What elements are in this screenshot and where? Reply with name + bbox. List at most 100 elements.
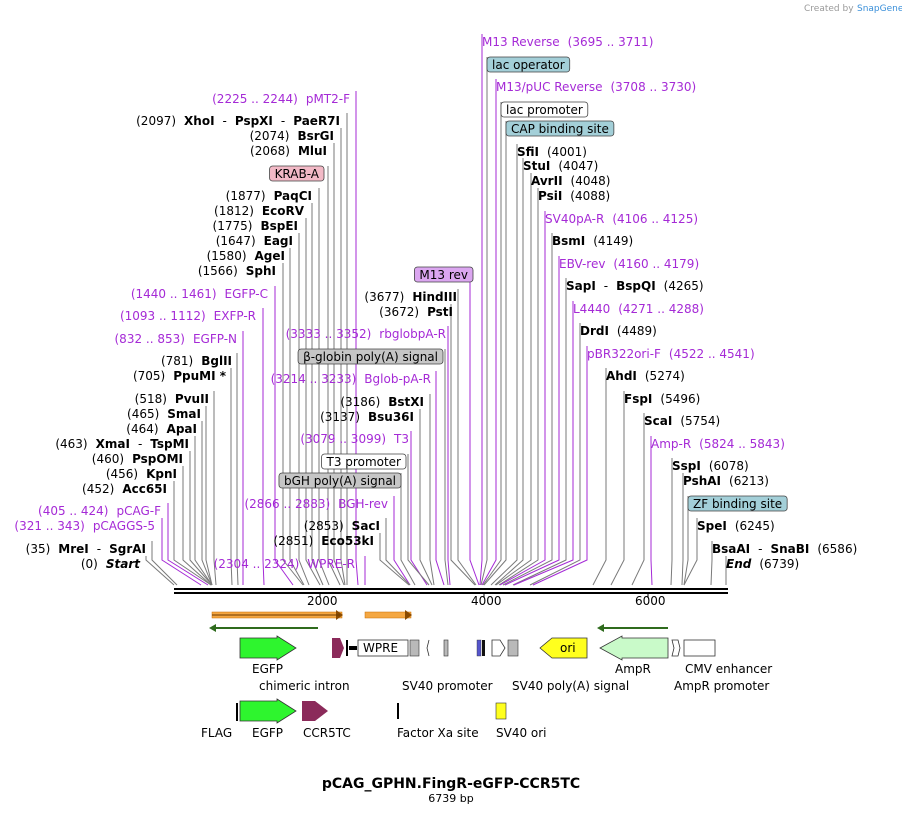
leader-psti [450,304,476,586]
label-part-start-1: Start [106,557,141,571]
label-part-apai-1: ApaI [167,422,197,436]
label-box-lacprom [500,101,589,118]
leader-fspi [610,391,625,586]
credit-text: Created by [804,4,854,14]
label-part-mlui-0: (2068) [250,144,290,158]
label-part-pbr-1: (4522 .. 4541) [669,347,755,361]
label-part-pshai-1: (6213) [729,474,769,488]
label-saci: (2853)SacI [304,519,380,533]
label-part-bsaai-0: BsaAI [712,542,750,556]
label-xmai: (463)XmaI-TspMI [55,437,189,451]
label-egfpc: (1440 .. 1461)EGFP-C [131,287,268,301]
label-stui: StuI(4047) [523,159,598,173]
label-part-bsrgi-1: BsrGI [297,129,334,143]
label-wpre: (2304 .. 2324) WPRE-R [214,557,355,571]
label-text-t3prom: T3 promoter [326,455,402,469]
label-part-xmai-3: TspMI [150,437,189,451]
leader-kpni [182,466,212,586]
leader-ahdi [592,368,607,586]
label-m13puc: M13/pUC Reverse(3708 .. 3730) [496,80,696,94]
label-part-bsaai-1: - [758,542,762,556]
leader-ampr [650,436,653,586]
label-part-ahdi-1: (5274) [645,369,685,383]
label-part-kpni-0: (456) [106,467,138,481]
label-part-wpre-1: WPRE-R [307,557,355,571]
label-part-ppumi-1: PpuMI * [173,369,227,383]
leader-exfp [262,308,265,586]
label-part-eagi-1: EagI [264,234,293,248]
label-bspei: (1775)BspEI [213,219,298,233]
leader-krab [327,166,341,586]
leader-cap [483,121,507,586]
label-part-exfp-0: (1093 .. 1112) [120,309,206,323]
leader-bglii [236,353,239,586]
label-part-egfpn-1: EGFP-N [193,332,237,346]
leader-bsmi [502,233,553,586]
label-part-mrei-2: - [97,542,101,556]
label-part-xhoi-1: XhoI [184,114,215,128]
leader-lines [145,34,727,586]
label-part-sapi-3: (4265) [664,279,704,293]
label-ecorv: (1812)EcoRV [214,204,305,218]
label-part-avrii-0: AvrII [531,174,563,188]
label-l4440: L4440(4271 .. 4288) [573,302,704,316]
label-eagi: (1647)EagI [216,234,293,248]
label-part-sspi-1: (6078) [709,459,749,473]
label-mrei: (35)MreI-SgrAI [26,542,146,556]
label-part-egfpc-1: EGFP-C [225,287,268,301]
feature-row-2: FLAG EGFP CCR5TC Factor Xa site SV40 ori [201,698,547,740]
label-part-bsu36i-0: (3137) [320,410,360,424]
label-avrii: AvrII(4048) [531,174,610,188]
label-krab: KRAB-A [269,165,325,182]
label-lacop: lac operator [486,56,571,73]
leader-bstxi [429,394,435,586]
leader-psii [498,188,539,586]
label-sv40pa: SV40pA-R(4106 .. 4125) [545,212,698,226]
label-part-rbglob-0: (3333 .. 3352) [286,327,372,341]
label-part-fspi-1: (5496) [660,392,700,406]
label-part-pcaggs-0: (321 .. 343) [14,519,84,533]
feature-row-1: WPRE ori EGFP chimeric intron SV40 promo… [239,635,772,693]
leader-ecorv [311,203,324,586]
ampr-feature [599,635,669,661]
label-text-krab: KRAB-A [275,167,320,181]
label-part-bsu36i-1: Bsu36I [368,410,414,424]
label-bsmi: BsmI(4149) [552,234,633,248]
label-part-agei-0: (1580) [207,249,247,263]
label-part-t3-0: (3079 .. 3099) [300,432,386,446]
label-t3prom: T3 promoter [321,453,407,470]
label-part-ampr-0: Amp-R [651,437,691,451]
leader-stui [494,158,524,586]
label-text-lacprom: lac promoter [506,103,583,117]
label-part-egfpn-0: (832 .. 853) [115,332,185,346]
label-part-pcaggs-1: pCAGGS-5 [93,519,155,533]
label-part-acc65i-0: (452) [82,482,114,496]
leader-sfii [490,144,518,586]
leader-eagi [298,233,310,586]
label-part-bghrev-1: BGH-rev [338,497,388,511]
label-part-wpre-0: (2304 .. 2324) [214,557,300,571]
label-part-xhoi-2: - [223,114,227,128]
leader-pcaggs [161,518,202,586]
leader-spei [683,518,698,586]
label-part-bspei-1: BspEI [260,219,298,233]
leader-scai [631,413,645,586]
leader-lacprom [482,102,502,586]
label-ahdi: AhdI (5274) [606,369,685,383]
plasmid-length: 6739 bp [428,792,473,805]
label-part-bstxi-1: BstXI [388,395,424,409]
label-part-sapi-1: - [604,279,608,293]
leader-mrei [151,541,178,586]
label-part-drdi-1: (4489) [617,324,657,338]
label-part-ahdi-0: AhdI [606,369,637,383]
label-pshai: PshAI(6213) [683,474,769,488]
label-part-sapi-2: BspQI [616,279,656,293]
label-text-cap: CAP binding site [511,122,609,136]
leader-rbglob [447,326,451,586]
label-box-cap [505,120,615,137]
axis-tick-6000: 6000 [635,594,666,608]
label-part-xmai-2: - [138,437,142,451]
leader-mlui [333,143,345,586]
label-kpni: (456)KpnI [106,467,177,481]
label-end: End(6739) [726,557,799,571]
